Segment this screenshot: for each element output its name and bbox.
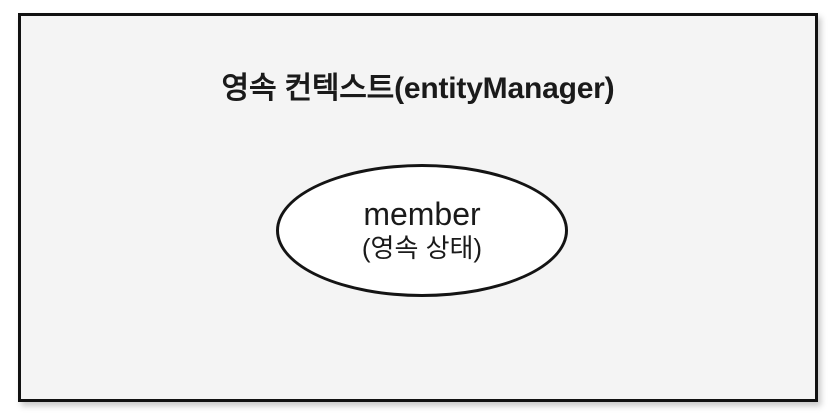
persistence-context-box: 영속 컨텍스트(entityManager) member (영속 상태) xyxy=(18,13,818,402)
entity-state-label: (영속 상태) xyxy=(361,233,483,263)
entity-name-label: member xyxy=(363,196,481,233)
persistence-context-title: 영속 컨텍스트(entityManager) xyxy=(221,72,615,105)
entity-node: member (영속 상태) xyxy=(276,164,568,297)
entity-ellipse-shape: member (영속 상태) xyxy=(276,164,568,297)
